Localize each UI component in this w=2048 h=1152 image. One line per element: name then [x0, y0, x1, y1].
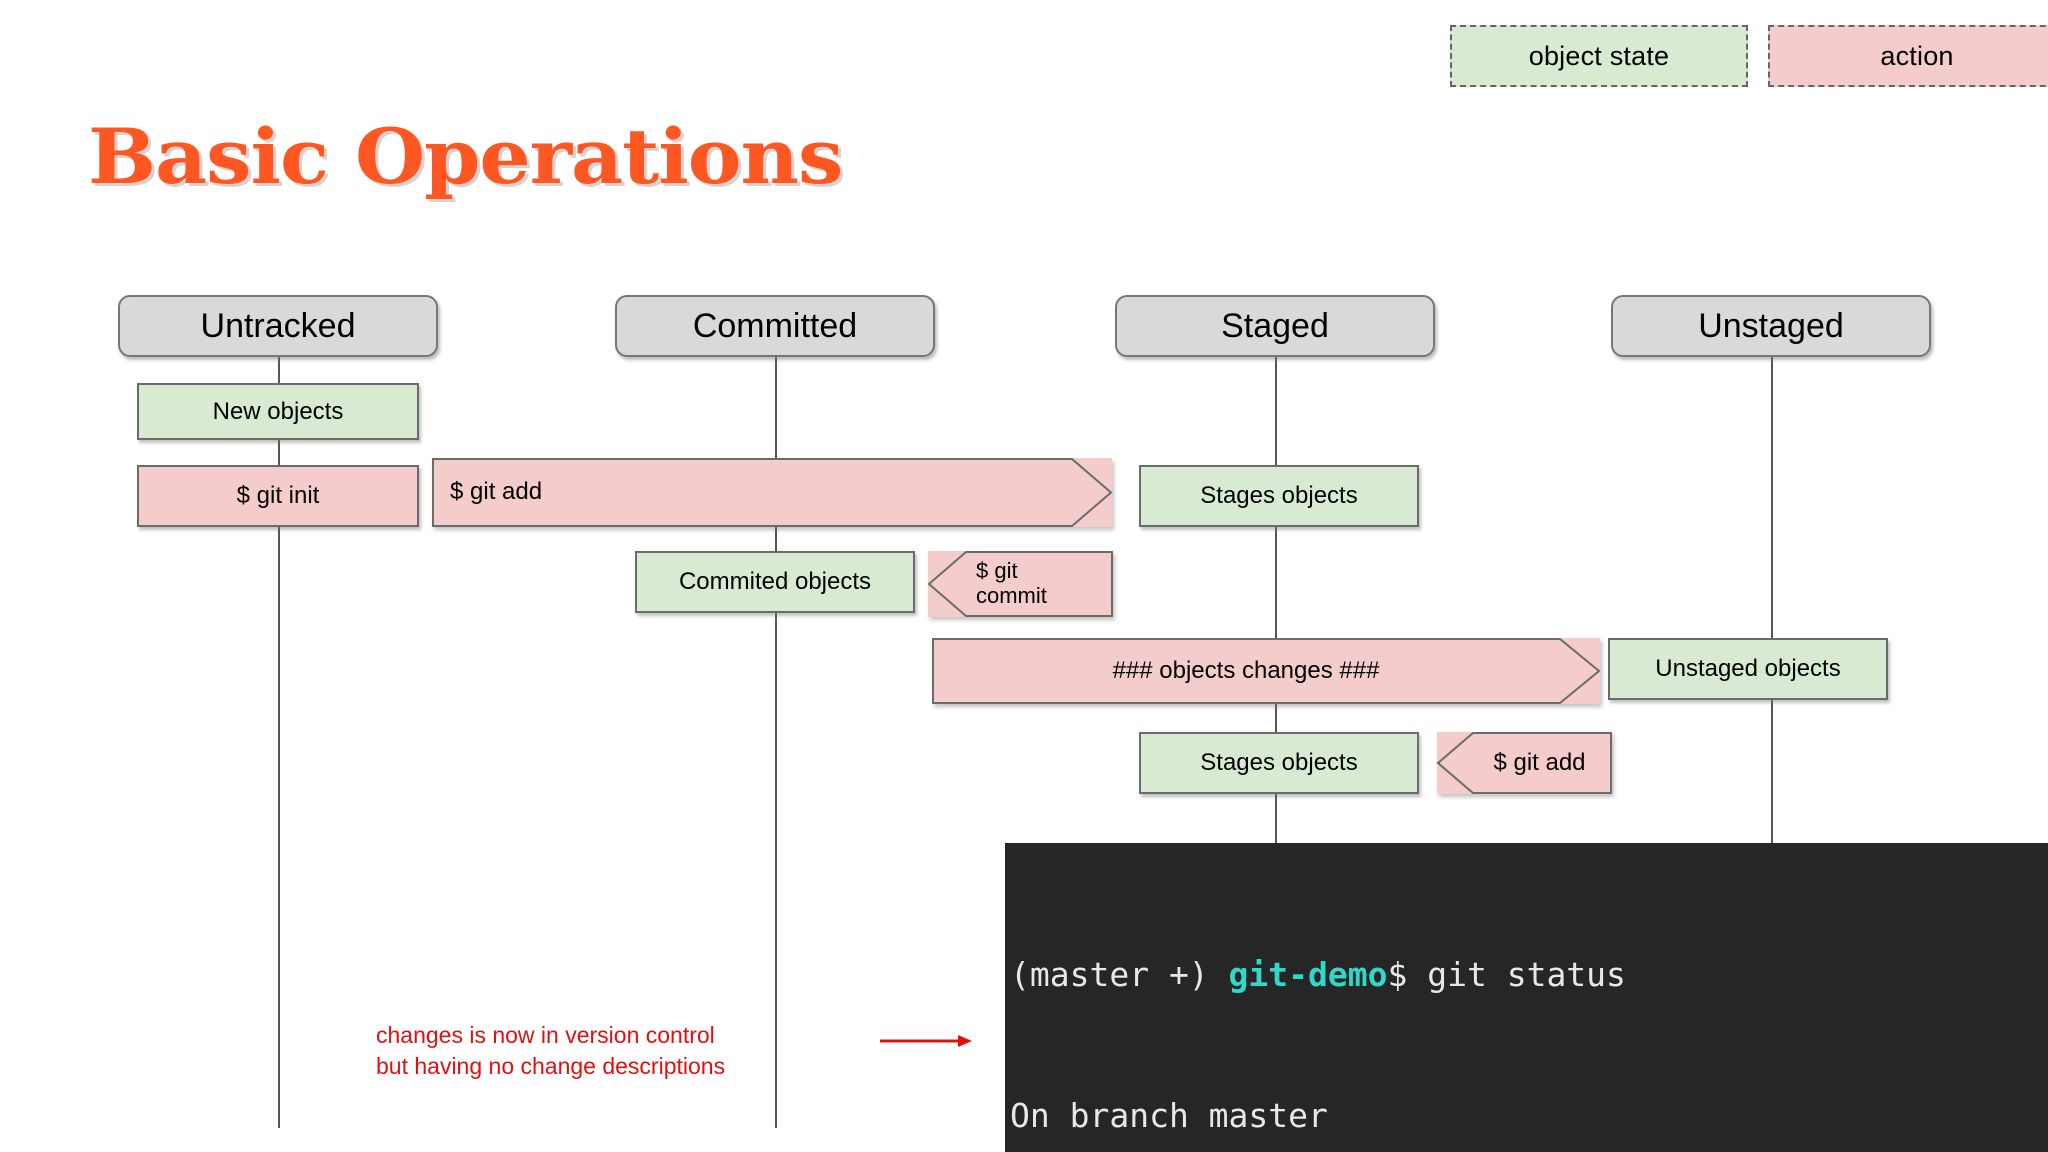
node-new-objects[interactable]: New objects [137, 383, 419, 440]
node-stages-objects-1[interactable]: Stages objects [1139, 465, 1419, 527]
arrow-objects-changes[interactable]: ### objects changes ### [932, 638, 1600, 704]
arrow-git-add-long[interactable]: $ git add [432, 458, 1112, 527]
arrow-objects-changes-label: ### objects changes ### [1112, 656, 1380, 684]
arrow-git-commit-label: $ git commit [976, 558, 1047, 608]
node-unstaged-objects[interactable]: Unstaged objects [1608, 638, 1888, 700]
node-stages-objects-2[interactable]: Stages objects [1139, 732, 1419, 794]
column-header-staged[interactable]: Staged [1115, 295, 1435, 357]
lifeline-untracked [278, 350, 280, 1128]
column-header-committed-label: Committed [692, 306, 858, 345]
annotation-text: changes is now in version control but ha… [376, 1022, 726, 1080]
terminal-prompt-branch: (master +) [1010, 955, 1229, 994]
node-commited-objects[interactable]: Commited objects [635, 551, 915, 613]
column-header-staged-label: Staged [1221, 306, 1329, 345]
lifeline-unstaged [1771, 350, 1773, 845]
node-stages-objects-1-label: Stages objects [1200, 482, 1358, 509]
column-header-unstaged[interactable]: Unstaged [1611, 295, 1931, 357]
legend-object-state: object state [1450, 25, 1748, 87]
column-header-untracked[interactable]: Untracked [118, 295, 438, 357]
column-header-unstaged-label: Unstaged [1698, 306, 1844, 345]
arrow-left-shape [1437, 732, 1612, 794]
arrow-left-shape [928, 551, 1113, 617]
terminal-prompt-command: $ git status [1387, 955, 1626, 994]
terminal-output[interactable]: (master +) git-demo$ git status On branc… [1005, 843, 2048, 1152]
node-stages-objects-2-label: Stages objects [1200, 749, 1358, 776]
column-header-untracked-label: Untracked [200, 306, 356, 345]
column-header-committed[interactable]: Committed [615, 295, 935, 357]
node-git-init[interactable]: $ git init [137, 465, 419, 527]
lifeline-committed [775, 350, 777, 1128]
terminal-line-prompt: (master +) git-demo$ git status [1010, 951, 2048, 998]
arrow-right-shape [932, 638, 1600, 704]
node-commited-objects-label: Commited objects [678, 568, 872, 595]
arrow-git-commit[interactable]: $ git commit [928, 551, 1113, 617]
legend-action: action [1768, 25, 2048, 87]
node-new-objects-label: New objects [212, 397, 344, 425]
terminal-prompt-host: git-demo [1228, 955, 1388, 994]
arrow-git-add-short-label: $ git add [1493, 748, 1586, 776]
arrow-git-add-short[interactable]: $ git add [1437, 732, 1612, 794]
annotation-arrow-icon [880, 1035, 972, 1047]
legend-object-state-label: object state [1528, 40, 1670, 71]
lifeline-staged [1275, 350, 1277, 845]
legend-action-label: action [1880, 40, 1954, 71]
terminal-line-branch: On branch master [1010, 1096, 1328, 1135]
arrow-right-shape [432, 458, 1112, 527]
node-git-init-label: $ git init [236, 482, 320, 509]
page-title: Basic Operations [88, 112, 843, 201]
node-unstaged-objects-label: Unstaged objects [1655, 655, 1841, 682]
arrow-git-add-long-label: $ git add [450, 478, 543, 506]
